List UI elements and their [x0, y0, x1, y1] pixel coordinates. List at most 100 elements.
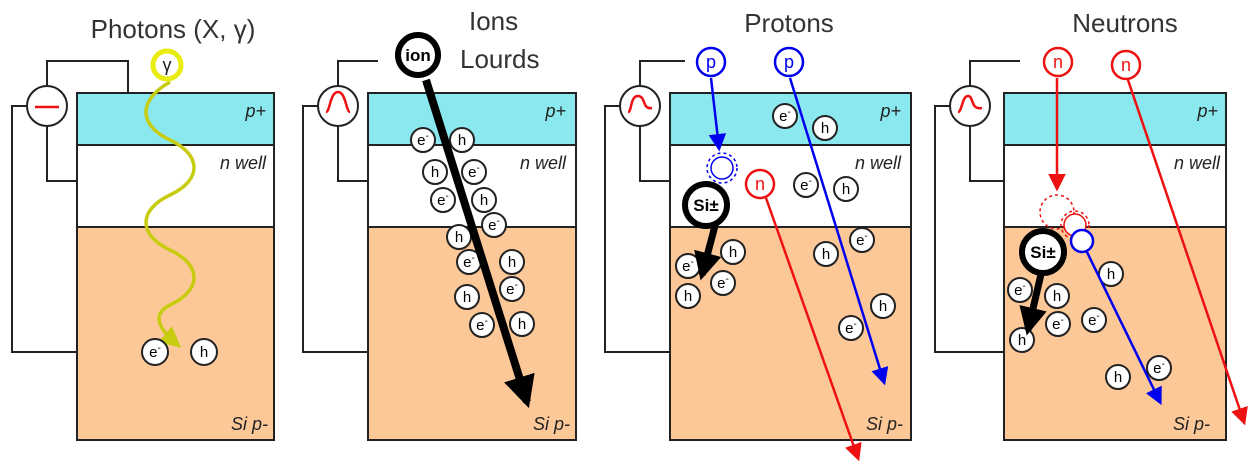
svg-text:e-: e- — [463, 253, 475, 271]
electron-carrier: e- — [772, 103, 798, 129]
electron-carrier: e- — [849, 227, 875, 253]
neutron-secondary-particle — [744, 168, 776, 200]
electron-carrier: e- — [430, 187, 456, 213]
svg-text:h: h — [1018, 332, 1026, 349]
hole-carrier: h — [190, 338, 218, 366]
svg-text:e-: e- — [779, 107, 791, 125]
svg-text:e-: e- — [682, 257, 694, 275]
photon-particle — [150, 48, 184, 82]
meter-icon — [317, 85, 359, 127]
neutron-particle — [1042, 46, 1074, 78]
neutron-particle — [1110, 49, 1142, 81]
silicon-recoil-particle — [1019, 228, 1067, 276]
electron-carrier: e- — [1045, 311, 1071, 337]
svg-text:e-: e- — [506, 280, 518, 298]
circuit-wire — [934, 60, 1020, 353]
photon-wave-path — [144, 80, 196, 348]
hole-carrier: h — [675, 283, 701, 309]
recoil-track-arrow — [694, 221, 722, 281]
electron-carrier: e- — [1081, 307, 1107, 333]
electron-carrier: e- — [710, 270, 736, 296]
n-well-region — [76, 144, 275, 228]
hole-carrier: h — [422, 159, 448, 185]
n-well-label: n well — [520, 153, 567, 173]
svg-text:h: h — [822, 246, 830, 263]
circuit-wire — [302, 60, 378, 353]
n-well-label: n well — [220, 153, 267, 173]
circuit-wire — [604, 60, 685, 353]
p-plus-label: p+ — [244, 101, 266, 121]
hole-carrier: h — [509, 311, 535, 337]
svg-text:h: h — [1114, 369, 1122, 386]
neutron-secondary-track — [764, 197, 862, 462]
substrate-region — [76, 226, 275, 441]
svg-text:h: h — [729, 244, 737, 261]
svg-text:h: h — [518, 316, 526, 333]
svg-text:e-: e- — [717, 274, 729, 292]
proton-secondary-track — [1083, 247, 1162, 406]
p-plus-label: p+ — [879, 101, 901, 121]
svg-text:e-: e- — [1153, 359, 1165, 377]
electron-carrier: e- — [141, 338, 169, 366]
svg-text:h: h — [684, 288, 692, 305]
svg-text:h: h — [842, 181, 850, 198]
svg-text:e-: e- — [1088, 311, 1100, 329]
hole-carrier: h — [870, 293, 896, 319]
proton-pass-track — [788, 77, 889, 386]
hole-carrier: h — [812, 115, 838, 141]
svg-text:h: h — [431, 164, 439, 181]
n-well-region — [1003, 144, 1227, 228]
silicon-recoil-label: Si± — [1030, 243, 1055, 262]
panel-protons: p+ n well Si p- e- h e- h e- h h e- h e-… — [604, 8, 912, 462]
neutron-particle-label: n — [1053, 52, 1063, 72]
panel-title-protons: Protons — [744, 8, 834, 38]
hole-carrier: h — [446, 224, 472, 250]
panel-neutrons: p+ n well Si p- e- h e- h h e- h e- n n — [934, 8, 1248, 441]
ion-track-arrow — [422, 78, 535, 409]
hole-carrier: h — [813, 241, 839, 267]
svg-text:e-: e- — [1052, 315, 1064, 333]
svg-text:h: h — [1053, 288, 1061, 305]
neutron-particle-label: n — [1121, 55, 1131, 75]
substrate-label: Si p- — [231, 414, 268, 434]
panel-title-ions-line1: Ions — [469, 6, 518, 36]
ion-particle — [395, 32, 441, 78]
hole-carrier: h — [833, 176, 859, 202]
electron-carrier: e- — [481, 212, 507, 238]
svg-text:h: h — [508, 254, 516, 271]
p-plus-region — [1003, 92, 1227, 146]
svg-text:e-: e- — [476, 316, 488, 334]
svg-text:e-: e- — [856, 231, 868, 249]
proton-particle-label: p — [784, 52, 794, 72]
p-plus-region — [76, 92, 275, 146]
n-well-label: n well — [1174, 153, 1221, 173]
svg-text:h: h — [1107, 266, 1115, 283]
hole-carrier: h — [1105, 364, 1131, 390]
photon-particle-label: γ — [163, 55, 172, 75]
electron-carrier: e- — [1146, 355, 1172, 381]
neutron-pass-track — [1126, 79, 1248, 426]
svg-text:h: h — [458, 132, 466, 149]
electron-carrier: e- — [1007, 277, 1033, 303]
hole-carrier: h — [454, 284, 480, 310]
proton-particle-label: p — [706, 52, 716, 72]
electron-carrier: e- — [793, 172, 819, 198]
proton-secondary-particle — [1069, 228, 1095, 254]
ion-carriers: e- h h e- e- h e- h e- h e- h e- h — [410, 127, 535, 338]
hole-carrier: h — [499, 249, 525, 275]
hole-carrier: h — [1098, 261, 1124, 287]
svg-text:e-: e- — [1014, 281, 1026, 299]
panel-title-neutrons: Neutrons — [1072, 8, 1178, 38]
svg-text:e-: e- — [488, 216, 500, 234]
meter-icon — [949, 85, 991, 127]
panel-ions: p+ n well Si p- e- h h e- e- h e- h e- h… — [302, 6, 577, 441]
ion-particle-label: ion — [405, 46, 431, 65]
recoil-track-arrow — [1019, 269, 1047, 336]
svg-text:e-: e- — [468, 163, 480, 181]
substrate-label: Si p- — [533, 414, 570, 434]
p-plus-label: p+ — [1196, 101, 1218, 121]
hole-carrier: h — [1009, 327, 1035, 353]
hole-carrier: h — [720, 239, 746, 265]
n-well-label: n well — [855, 153, 902, 173]
svg-text:e-: e- — [845, 319, 857, 337]
